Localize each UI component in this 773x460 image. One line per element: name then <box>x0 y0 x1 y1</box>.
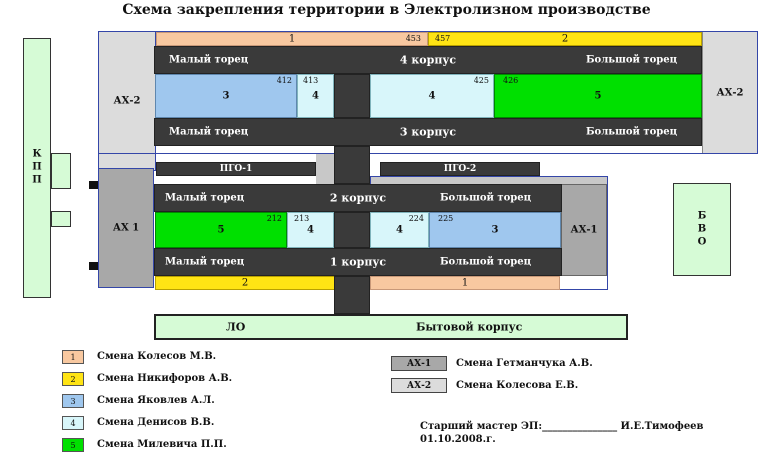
zone-4-upper-a-label: 4 <box>312 90 319 102</box>
room-225: 225 <box>438 214 454 223</box>
room-425: 425 <box>473 76 489 85</box>
k4-large-end: Большой торец <box>586 54 677 66</box>
corridor-bottom <box>334 276 370 314</box>
zone-5-lower: 5 212 <box>155 212 287 248</box>
ax1-right-block: АХ-1 <box>561 184 607 276</box>
household-building: ЛО Бытовой корпус <box>154 314 628 340</box>
legend-ax-label: Смена Колесова Е.В. <box>456 380 579 391</box>
zone-2-bottom-label: 2 <box>241 277 249 289</box>
zone-5-lower-label: 5 <box>217 224 225 236</box>
k2-label: 2 корпус <box>329 191 387 205</box>
legend-swatch: 5 <box>62 438 84 452</box>
signature-line: Старший мастер ЭП:_______________ И.Е.Ти… <box>420 421 704 432</box>
room-224: 224 <box>408 214 424 223</box>
legend-label: Смена Денисов В.В. <box>97 417 215 428</box>
k1-small-end: Малый торец <box>165 256 245 268</box>
zone-4-lower-a: 4 213 <box>287 212 334 248</box>
zone-4-upper-b: 4 425 <box>370 74 494 118</box>
zone-3-upper-label: 3 <box>222 90 230 102</box>
diagram-title: Схема закрепления территории в Электроли… <box>122 2 651 18</box>
central-corridor-mid <box>334 146 370 184</box>
korpus-4-bar: Малый торец 4 корпус Большой торец <box>154 46 702 74</box>
pgo-2-shadow <box>370 176 608 184</box>
legend-swatch: 3 <box>62 394 84 408</box>
bvo-label: БВО <box>696 210 708 249</box>
pgo-2: ПГО-2 <box>380 162 540 176</box>
room-212: 212 <box>266 214 282 223</box>
room-426: 426 <box>503 76 519 85</box>
k3-small-end: Малый торец <box>169 126 249 138</box>
ax1-left-block: АХ 1 <box>98 168 154 288</box>
corridor-upper <box>334 74 370 118</box>
ax1-right-label: АХ-1 <box>570 224 598 236</box>
ax2-left-label: АХ-2 <box>113 95 141 107</box>
zone-5-upper-label: 5 <box>594 90 602 102</box>
zone-2-top: 457 2 <box>428 32 702 46</box>
upper-block-outline <box>98 31 758 154</box>
room-412: 412 <box>276 76 292 85</box>
legend-label: Смена Яковлев А.Л. <box>97 395 215 406</box>
korpus-1-bar: Малый торец 1 корпус Большой торец <box>154 248 562 276</box>
room-413: 413 <box>303 76 319 85</box>
zone-4-upper-a: 4 413 <box>297 74 334 118</box>
legend-label: Смена Никифоров А.В. <box>97 373 233 384</box>
zone-3-lower-label: 3 <box>491 224 499 236</box>
kpp-tab-2 <box>51 211 71 227</box>
kpp-label: КПП <box>31 148 43 188</box>
legend-swatch: 4 <box>62 416 84 430</box>
pgo-1-label: ПГО-1 <box>219 164 253 174</box>
legend-swatch: 2 <box>62 372 84 386</box>
zone-4-lower-b: 4 224 <box>370 212 429 248</box>
legend-swatch: 1 <box>62 350 84 364</box>
zone-1-top-label: 1 <box>288 33 296 45</box>
zone-4-lower-b-label: 4 <box>396 224 403 236</box>
legend-label: Смена Колесов М.В. <box>97 351 217 362</box>
zone-3-lower: 3 225 <box>429 212 561 248</box>
k1-label: 1 корпус <box>329 255 387 269</box>
k1-large-end: Большой торец <box>440 256 531 268</box>
zone-4-upper-b-label: 4 <box>428 90 436 102</box>
pgo-2-label: ПГО-2 <box>443 164 477 174</box>
legend-ax-label: Смена Гетманчука А.В. <box>456 358 593 369</box>
zone-1-bottom-label: 1 <box>461 277 469 289</box>
k2-small-end: Малый торец <box>165 192 245 204</box>
kpp-block: КПП <box>23 38 51 298</box>
ax1-left-label: АХ 1 <box>112 222 140 234</box>
zone-5-upper: 5 426 <box>494 74 702 118</box>
legend-ax-swatch: АХ-2 <box>391 378 447 393</box>
zone-2-top-label: 2 <box>561 33 569 45</box>
korpus-3-bar: Малый торец 3 корпус Большой торец <box>154 118 702 146</box>
zone-1-bottom: 1 <box>370 276 560 290</box>
zone-2-bottom: 2 <box>155 276 335 290</box>
k3-large-end: Большой торец <box>586 126 677 138</box>
lo-label: ЛО <box>226 320 246 334</box>
signature-date: 01.10.2008.г. <box>420 434 496 445</box>
k4-small-end: Малый торец <box>169 54 249 66</box>
room-213: 213 <box>294 214 310 223</box>
k3-label: 3 корпус <box>399 125 457 139</box>
bvo-block: БВО <box>673 183 731 276</box>
k2-large-end: Большой торец <box>440 192 531 204</box>
connector-2 <box>89 262 99 270</box>
pgo-1: ПГО-1 <box>156 162 316 176</box>
k4-label: 4 корпус <box>399 53 457 67</box>
pgo-1-shadow <box>316 154 334 184</box>
ax2-right-block: АХ-2 <box>702 31 758 154</box>
legend-ax-swatch: АХ-1 <box>391 356 447 371</box>
korpus-2-bar: Малый торец 2 корпус Большой торец <box>154 184 562 212</box>
zone-4-lower-a-label: 4 <box>307 224 314 236</box>
corridor-lower <box>334 212 370 248</box>
ax2-right-label: АХ-2 <box>716 87 744 98</box>
zone-1-top: 1 453 <box>156 32 428 46</box>
room-457: 457 <box>435 34 451 43</box>
household-label: Бытовой корпус <box>416 320 523 334</box>
room-453: 453 <box>405 34 421 43</box>
kpp-tab-1 <box>51 153 71 189</box>
legend-label: Смена Милевича П.П. <box>97 439 227 450</box>
connector-1 <box>89 181 99 189</box>
zone-3-upper: 3 412 <box>155 74 297 118</box>
